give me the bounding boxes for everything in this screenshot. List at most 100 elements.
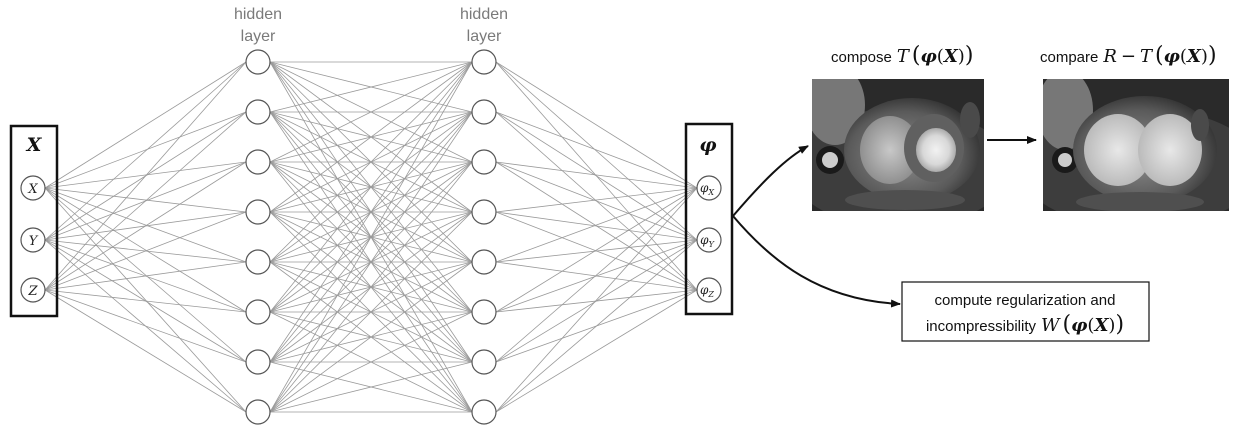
hidden2-node bbox=[471, 199, 497, 225]
hidden1-to-hidden2-edge bbox=[269, 311, 473, 413]
hidden1-to-hidden2-edge bbox=[269, 61, 473, 113]
input-to-hidden1-edge bbox=[44, 61, 247, 291]
input-to-hidden1-edge bbox=[44, 289, 247, 313]
input-to-hidden1-edge bbox=[44, 61, 247, 241]
input-to-hidden1-edge bbox=[44, 261, 247, 291]
compare-minus: − bbox=[1121, 46, 1136, 67]
output-box: φ φX φY φZ bbox=[684, 122, 734, 316]
compare-paren-close: ) bbox=[1208, 43, 1217, 68]
input-to-hidden1-edge bbox=[44, 111, 247, 291]
hidden2-to-output-edge bbox=[495, 211, 698, 241]
hidden1-to-hidden2-edge bbox=[269, 61, 473, 163]
hidden2-to-output-edge bbox=[495, 239, 698, 413]
input-node-y: Y bbox=[20, 227, 46, 253]
input-to-hidden1-edge bbox=[44, 211, 247, 291]
hidden2-to-output-edge bbox=[495, 187, 698, 313]
hidden2-to-output-edge bbox=[495, 187, 698, 363]
input-to-hidden1-edge bbox=[44, 187, 247, 263]
hidden1-to-hidden2-edge bbox=[269, 61, 473, 213]
network-connections bbox=[44, 61, 698, 413]
svg-text:φZ: φZ bbox=[700, 283, 714, 299]
hidden1-to-hidden2-edge bbox=[269, 111, 473, 413]
hidden1-to-hidden2-edge bbox=[269, 261, 473, 413]
hidden1-node bbox=[245, 149, 271, 175]
input-to-hidden1-edge bbox=[44, 111, 247, 189]
compose-fn: T bbox=[897, 46, 911, 67]
hidden2-node bbox=[471, 49, 497, 75]
hidden2-to-output-edge bbox=[495, 187, 698, 263]
compare-phi: φ bbox=[1164, 46, 1181, 67]
hidden2-to-output-edge bbox=[495, 239, 698, 313]
input-box: X X Y Z bbox=[9, 124, 59, 318]
hidden2-to-output-edge bbox=[495, 187, 698, 413]
hidden1-to-hidden2-edge bbox=[269, 61, 473, 263]
compose-caption-prefix: compose bbox=[831, 49, 892, 66]
hidden2-to-output-edge bbox=[495, 61, 698, 189]
hidden2-to-output-edge bbox=[495, 239, 698, 263]
output-node-phi-x-sub: X bbox=[707, 188, 714, 197]
arrow-to-compose bbox=[732, 145, 809, 217]
hidden2-to-output-edge bbox=[495, 111, 698, 241]
hidden2-to-output-edge bbox=[495, 61, 698, 241]
input-box-frame bbox=[9, 124, 59, 318]
input-to-hidden1-edge bbox=[44, 289, 247, 413]
output-node-phi-z-sub: Z bbox=[707, 290, 714, 299]
output-node-phi-x: φX bbox=[696, 175, 722, 201]
regularization-box-frame bbox=[901, 281, 1150, 342]
compare-arg: X bbox=[1186, 46, 1202, 67]
input-node-z: Z bbox=[20, 277, 46, 303]
hidden2-to-output-edge bbox=[495, 289, 698, 413]
input-to-hidden1-edge bbox=[44, 61, 247, 189]
output-box-frame bbox=[684, 122, 734, 316]
compose-phi: φ bbox=[920, 46, 937, 67]
regularization-phi: φ bbox=[1071, 315, 1088, 336]
hidden2-node bbox=[471, 149, 497, 175]
compare-paren-open: ( bbox=[1155, 43, 1164, 68]
compare-inner-open: ( bbox=[1180, 46, 1187, 67]
hidden1-node bbox=[245, 99, 271, 125]
input-node-y-label: Y bbox=[29, 234, 39, 249]
hidden-layer-nodes bbox=[245, 49, 497, 425]
hidden1-to-hidden2-edge bbox=[269, 61, 473, 363]
input-node-x-label: X bbox=[27, 182, 38, 197]
input-to-hidden1-edge bbox=[44, 161, 247, 189]
hidden-layer-1-label-line2: layer bbox=[241, 28, 276, 45]
output-box-title: φ bbox=[699, 134, 716, 156]
svg-text:φY: φY bbox=[700, 233, 714, 249]
hidden-layer-2-label-line2: layer bbox=[467, 28, 502, 45]
hidden2-node bbox=[471, 299, 497, 325]
regularization-box: compute regularization and incompressibi… bbox=[901, 281, 1150, 342]
input-to-hidden1-edge bbox=[44, 289, 247, 363]
compare-mri-image bbox=[1043, 79, 1229, 211]
input-to-hidden1-edge bbox=[44, 161, 247, 291]
regularization-inner-open: ( bbox=[1087, 315, 1094, 336]
hidden2-to-output-edge bbox=[495, 111, 698, 189]
compare-caption-prefix: compare bbox=[1040, 49, 1098, 66]
regularization-fn: W bbox=[1041, 315, 1061, 336]
hidden1-to-hidden2-edge bbox=[269, 61, 473, 313]
input-to-hidden1-edge bbox=[44, 187, 247, 213]
input-node-z-label: Z bbox=[27, 284, 38, 299]
hidden2-node bbox=[471, 349, 497, 375]
regularization-line1: compute regularization and bbox=[935, 292, 1116, 309]
hidden1-node bbox=[245, 49, 271, 75]
hidden1-node bbox=[245, 349, 271, 375]
arrow-to-regularization bbox=[732, 215, 901, 308]
hidden2-node bbox=[471, 399, 497, 425]
hidden2-to-output-edge bbox=[495, 187, 698, 213]
output-node-phi-x-base: φ bbox=[700, 181, 709, 195]
compose-inner-close: ) bbox=[958, 46, 965, 67]
hidden1-to-hidden2-edge bbox=[269, 361, 473, 413]
hidden-layer-2-label-line1: hidden bbox=[460, 6, 508, 23]
regularization-line2-prefix: incompressibility bbox=[926, 318, 1037, 335]
regularization-paren-close: ) bbox=[1115, 312, 1124, 337]
hidden2-node bbox=[471, 99, 497, 125]
compare-fn: T bbox=[1140, 46, 1154, 67]
compare-inner-close: ) bbox=[1201, 46, 1208, 67]
hidden1-node bbox=[245, 299, 271, 325]
hidden2-to-output-edge bbox=[495, 161, 698, 189]
hidden-layer-1-label-line1: hidden bbox=[234, 6, 282, 23]
